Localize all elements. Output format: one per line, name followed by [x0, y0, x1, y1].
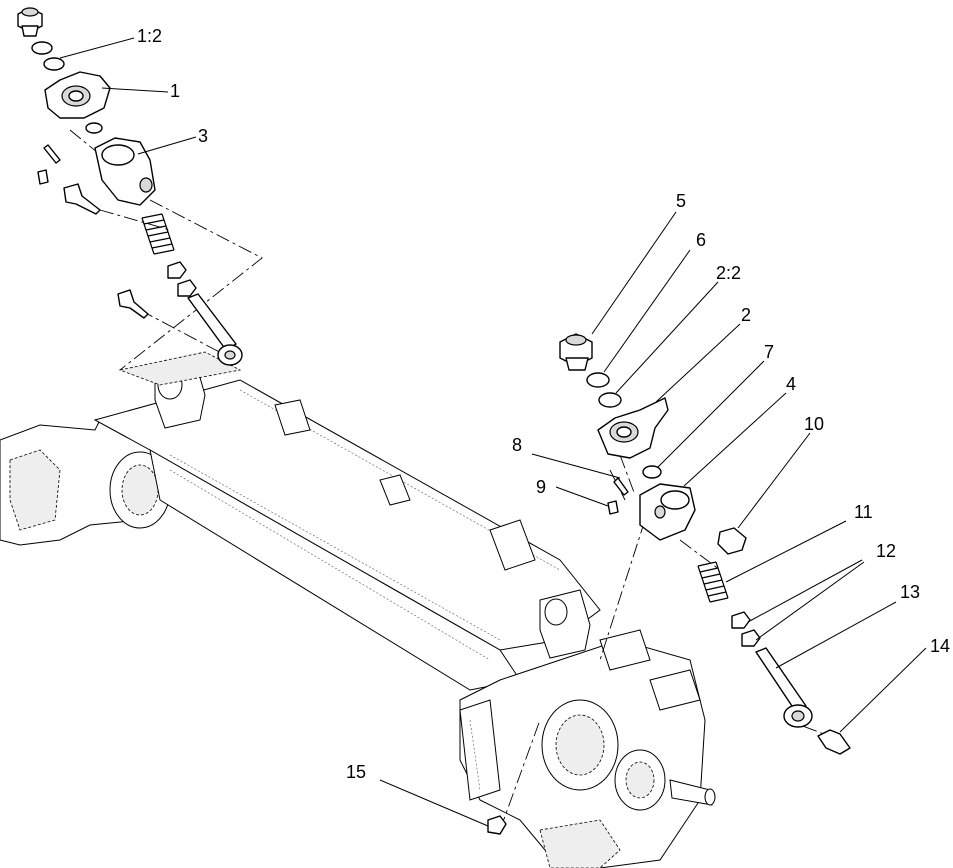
right-cotter-pin: [613, 477, 629, 496]
right-washer-2-2: [598, 392, 622, 408]
left-small-bolt: [37, 169, 49, 185]
left-cotter-pin: [43, 144, 61, 164]
right-small-bolt: [607, 500, 619, 515]
callout-12: 12: [876, 541, 896, 561]
left-tie-rod: [187, 293, 243, 366]
callout-1-2: 1:2: [137, 26, 162, 46]
callout-6: 6: [696, 230, 706, 250]
right-cap-nut: [559, 333, 593, 371]
callout-5: 5: [676, 191, 686, 211]
callout-labels: 1:2 1 3 5 6 2:2 2 7 8 4 10 9 11 12 13 14…: [137, 26, 950, 782]
left-nut-a: [167, 261, 187, 279]
callout-2-2: 2:2: [716, 263, 741, 283]
axle-frame: [0, 351, 716, 868]
callout-14: 14: [930, 636, 950, 656]
callout-1: 1: [170, 81, 180, 101]
left-cap-nut: [17, 7, 43, 37]
callout-7: 7: [764, 342, 774, 362]
right-washer-6: [586, 372, 610, 388]
left-washer-a: [31, 41, 53, 55]
right-spring: [697, 561, 729, 603]
right-steering-assembly: [487, 333, 851, 835]
callout-4: 4: [786, 374, 796, 394]
right-large-bolt: [717, 527, 747, 555]
leader-lines: [59, 37, 927, 827]
right-steering-arm: [597, 397, 669, 459]
left-steering-arm: [44, 71, 111, 119]
right-knuckle: [639, 483, 696, 541]
right-nut-a: [731, 611, 751, 629]
left-steering-assembly: [17, 7, 243, 366]
right-nut-b: [741, 629, 761, 647]
left-spring: [141, 213, 175, 255]
left-tie-rod-bolt: [117, 289, 149, 319]
left-large-bolt: [63, 183, 101, 215]
callout-3: 3: [198, 126, 208, 146]
callout-11: 11: [854, 502, 873, 522]
right-tie-rod-bolt: [817, 729, 851, 755]
callout-10: 10: [804, 414, 824, 434]
callout-8: 8: [512, 435, 522, 455]
callout-13: 13: [900, 582, 920, 602]
callout-15: 15: [346, 762, 366, 782]
left-washer-b: [43, 57, 65, 71]
callout-2: 2: [741, 305, 751, 325]
right-o-ring: [642, 465, 662, 479]
bottom-nut: [487, 815, 507, 835]
left-nut-b: [177, 279, 197, 297]
callout-9: 9: [536, 477, 546, 497]
left-o-ring: [85, 122, 103, 134]
right-tie-rod: [755, 647, 813, 728]
left-knuckle: [94, 137, 156, 206]
